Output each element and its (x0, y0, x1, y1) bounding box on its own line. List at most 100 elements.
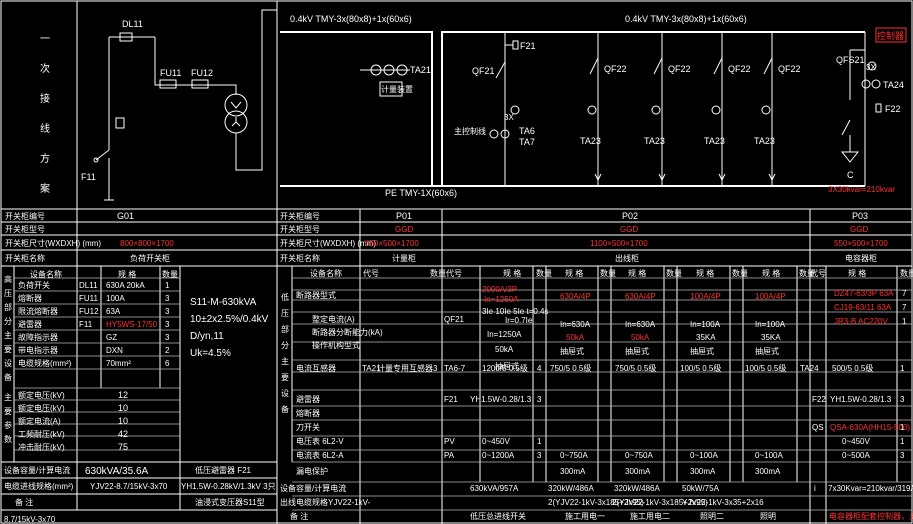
svg-text:P03: P03 (852, 211, 868, 221)
feeder-break: 50kA (631, 333, 650, 342)
feeder-ct-icon (761, 105, 771, 115)
feeder-break: 35KA (761, 333, 781, 342)
side-title: 一 次 接 线 方 案 (40, 34, 50, 195)
incomer-break: 50kA (495, 345, 514, 354)
f21-spec: YH1.5W-0.28/1.3 (470, 395, 532, 404)
svg-text:接: 接 (40, 92, 50, 105)
hv-row-qty: 6 (165, 359, 170, 368)
qs-spec: QSA-630A(HH15-500) (830, 423, 910, 432)
feeder-breaker (713, 57, 723, 75)
pa-spec: 0~1200A (482, 451, 515, 460)
feeder-rcd: 300mA (560, 467, 586, 476)
ta7-label: TA7 (519, 137, 535, 147)
hv-row-name: 避雷器 (18, 319, 42, 329)
vlabel-char: 备 (281, 404, 289, 414)
pe-bus-label: PE TMY-1X(60x6) (385, 188, 457, 198)
svg-text:电容器柜: 电容器柜 (845, 253, 877, 263)
lv-head-cell: 数量 (430, 268, 446, 278)
ta24-spec: 500/5 0.5级 (832, 363, 873, 373)
feeder-ammeter: 0~100A (755, 451, 783, 460)
feeder-rated: In=630A (560, 320, 591, 329)
hv-param-value: 10 (118, 416, 128, 426)
feeder-ct-spec: 750/5 0.5级 (550, 363, 591, 373)
svg-text:备 注: 备 注 (15, 497, 33, 507)
vlabel-char: 部 (281, 324, 289, 334)
svg-text:线: 线 (40, 122, 50, 135)
svg-text:1100×500×1700: 1100×500×1700 (590, 239, 648, 248)
fuse-name: 熔断器 (296, 408, 320, 418)
pv-spec: 0~450V (482, 437, 510, 446)
incomer-setting: 3Ie 10Ie 5Ie t=0.4s (482, 307, 549, 316)
cap-capacity-code: i (814, 484, 816, 493)
feeder-type: 抽屉式 (690, 346, 714, 356)
svg-text:800×800×1700: 800×800×1700 (120, 239, 174, 248)
pv-qty: 1 (537, 437, 542, 446)
svg-text:10±2x2.5%/0.4kV: 10±2x2.5%/0.4kV (190, 314, 269, 325)
pa-code: PA (444, 451, 455, 460)
cap-breaker-qty: 7 (902, 303, 907, 312)
dl11-switch (119, 32, 133, 42)
feeder-breaker (763, 57, 773, 75)
f22-label: F22 (885, 104, 901, 114)
ta6-label: TA6 (519, 126, 535, 136)
feeder-type: 抽屉式 (560, 346, 584, 356)
vlabel-char: 要 (281, 373, 289, 382)
ta21-spec: 计量专用互感器 (377, 363, 433, 373)
svg-text:650×500×1700: 650×500×1700 (365, 239, 419, 248)
ta24-qty: 1 (900, 364, 905, 373)
svg-text:次: 次 (40, 62, 50, 75)
controller-box (875, 27, 907, 43)
ta23-label: TA23 (644, 136, 665, 146)
f22-qty: 3 (900, 395, 905, 404)
feeder-arrow (718, 173, 726, 182)
incomer-capacity: 630kVA/957A (470, 484, 519, 493)
controller-label: 控制器 (877, 30, 904, 41)
hv-row-name: 电缆规格(mm²) (18, 358, 72, 368)
feeder-remark: 照明二 (700, 512, 724, 521)
hv-row-spec: GZ (106, 333, 117, 342)
feeder-ammeter: 0~750A (625, 451, 653, 460)
feeder-break: 50kA (566, 333, 585, 342)
p01-metering: TA21 计量装置 (360, 64, 431, 97)
vlabel-char: 设 (4, 358, 12, 368)
vlabel-char: 部 (4, 302, 12, 312)
ta24-code: TA24 (800, 364, 819, 373)
feeder-remark: 施工用电二 (630, 511, 670, 521)
lv-head-cell: 规 格 (503, 268, 521, 278)
f21-label: F21 (520, 41, 536, 51)
feeder-ammeter: 0~100A (690, 451, 718, 460)
cap-breaker-qty: 7 (902, 289, 907, 298)
capacitor-label: C (847, 170, 854, 180)
qf22-label: QF22 (604, 64, 627, 74)
qf22-label: QF22 (778, 64, 801, 74)
ta24-label: TA24 (883, 80, 904, 90)
feeder-cable: 2(YJV22-1kV-3x185+2x95) (612, 498, 708, 507)
cap-pa-spec: 0~500A (842, 451, 870, 460)
svg-text:S11-M-630kVA: S11-M-630kVA (190, 297, 257, 308)
capacitor-rating: 3X30kvar=210kvar (828, 185, 895, 194)
hv-section: DL11 FU11 FU12 F11 (81, 9, 277, 201)
isolator-name: 刀开关 (296, 422, 320, 432)
feeder-breaker (589, 57, 599, 75)
vlabel-char: 要 (4, 407, 12, 416)
ta6-code: TA6-7 (444, 364, 466, 373)
svg-text:计量柜: 计量柜 (392, 253, 416, 263)
cap-remark: 电容器柜配套控制器，主电源柜 (829, 511, 913, 521)
feeder-ct-spec: 100/5 0.5级 (680, 363, 721, 373)
feeder-arrow (768, 173, 776, 182)
svg-text:方: 方 (40, 152, 50, 165)
feeder-spec: 630A/4P (560, 292, 591, 301)
incomer-type: 抽屉式 (495, 361, 519, 371)
svg-text:低压避雷器 F21: 低压避雷器 F21 (195, 465, 252, 475)
f11-label: F11 (81, 172, 96, 182)
feeder-breaker (653, 57, 663, 75)
meter-label: 计量装置 (381, 84, 413, 94)
vlabel-char: 压 (4, 289, 12, 298)
ta21-label: TA21 (410, 65, 431, 75)
feeder-ct-spec: 100/5 0.5级 (745, 363, 786, 373)
feeder-ct-icon (711, 105, 721, 115)
hv-footer-rows: 设备容量/计算电流 630kVA/35.6A 电缆进线规格(mm²) YJV22… (1, 461, 277, 524)
hv-row-code: F11 (79, 320, 93, 329)
